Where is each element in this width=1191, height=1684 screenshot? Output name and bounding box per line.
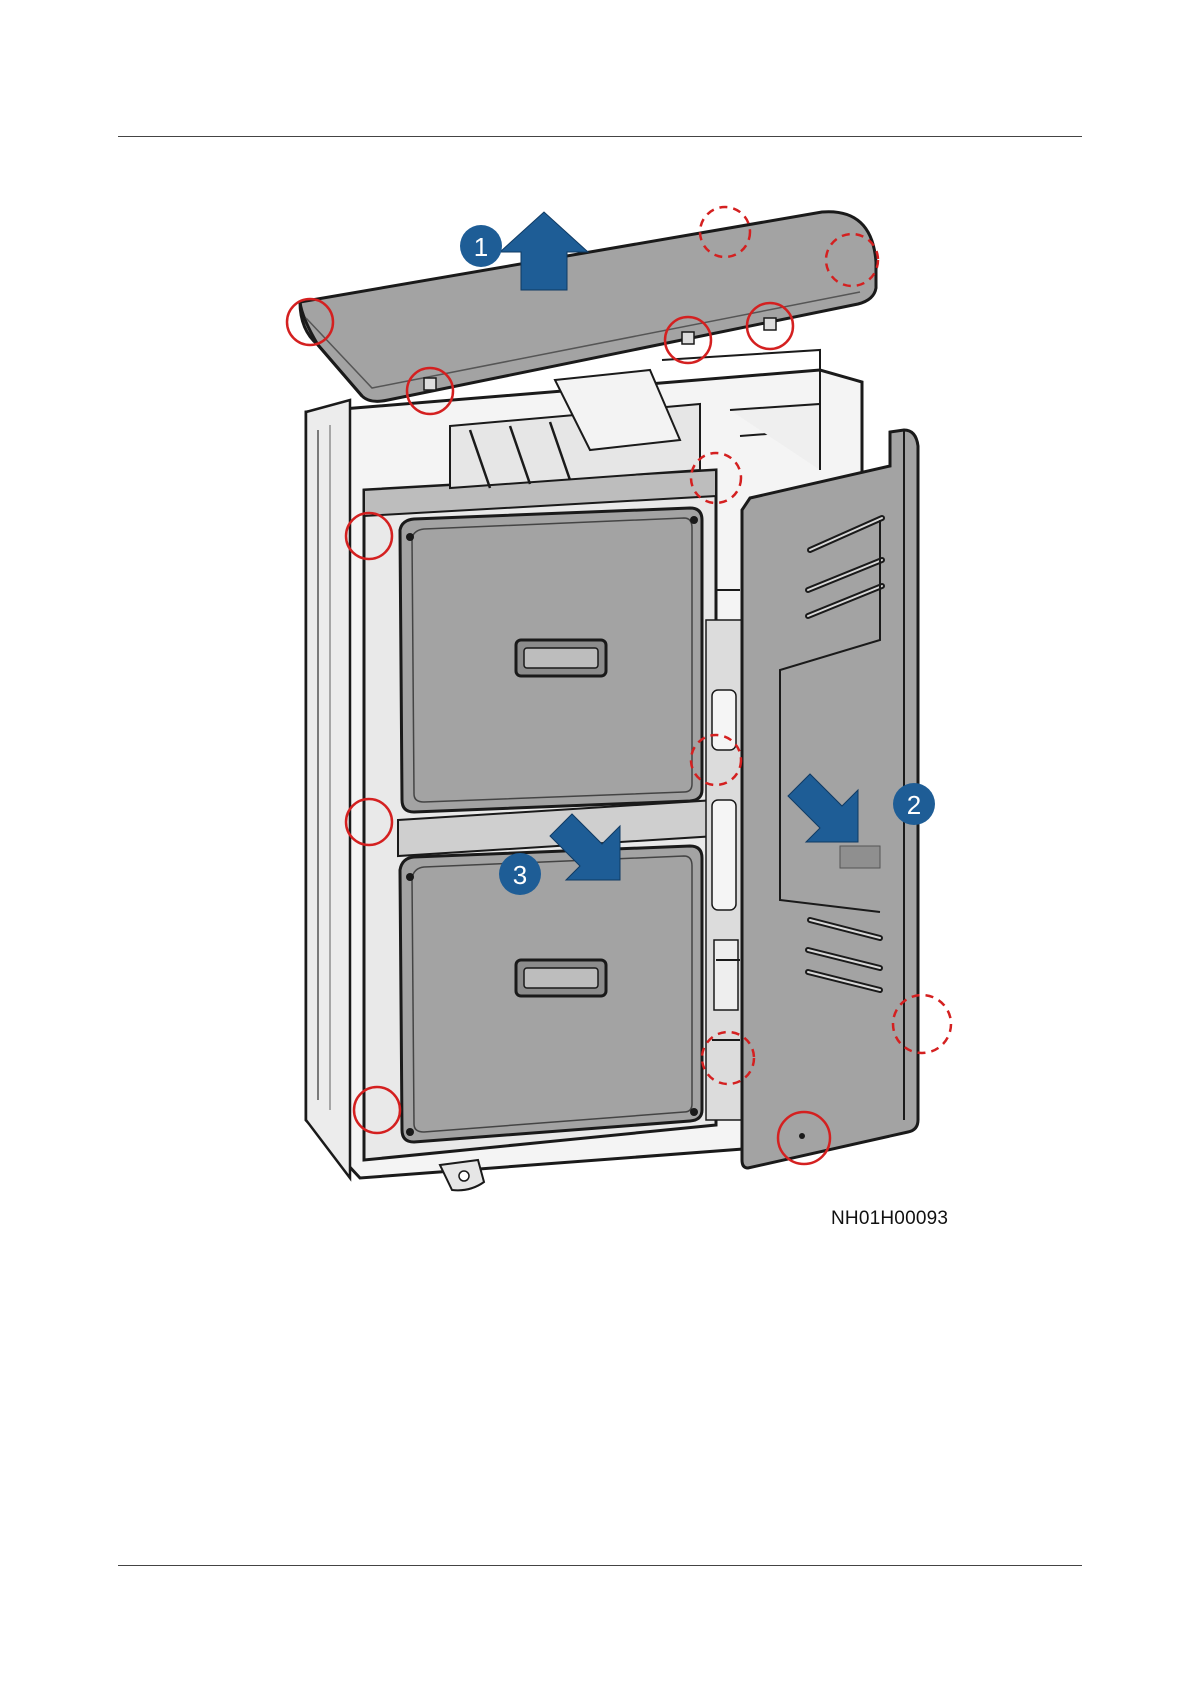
- step-badge-2: 2: [893, 783, 935, 825]
- step-number-2: 2: [907, 790, 921, 820]
- step-badge-3: 3: [499, 853, 541, 895]
- lower-front-panel: [400, 846, 702, 1142]
- footer-rule: [118, 1565, 1082, 1566]
- mounting-foot: [440, 1160, 484, 1190]
- upper-front-panel: [400, 508, 702, 812]
- figure-id-label: NH01H00093: [831, 1208, 948, 1230]
- step-badge-1: 1: [460, 225, 502, 267]
- step-number-1: 1: [474, 232, 488, 262]
- step-number-3: 3: [513, 860, 527, 890]
